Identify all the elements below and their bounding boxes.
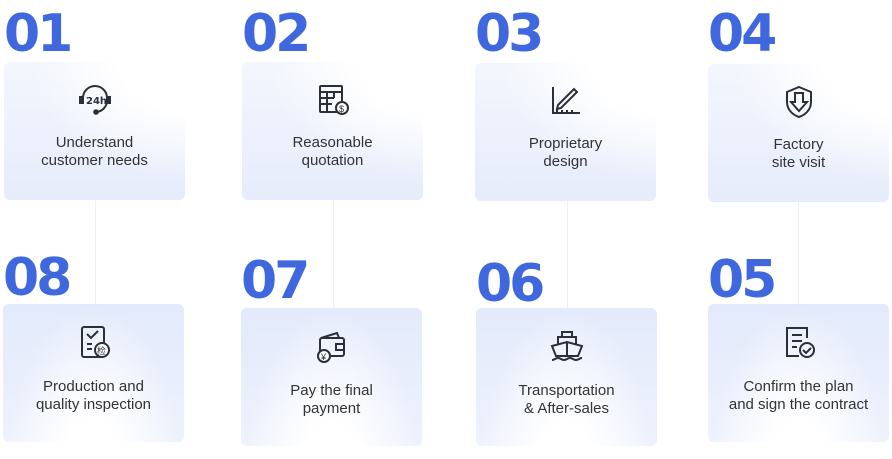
connector-line — [95, 200, 96, 304]
connector-line — [567, 201, 568, 308]
quotation-sheet-icon: $ — [318, 85, 349, 115]
step-number: 06 — [476, 254, 545, 314]
step-label: quality inspection — [35, 396, 152, 413]
svg-text:检: 检 — [97, 345, 106, 357]
step-label: Transportation — [518, 382, 615, 399]
step-label: Factory — [773, 136, 824, 153]
step-number: 04 — [708, 4, 777, 64]
design-ruler-pen-icon — [551, 87, 580, 114]
step-label: Pay the final — [290, 382, 373, 399]
connector-line — [333, 200, 334, 308]
step-label: payment — [302, 400, 361, 417]
ship-icon — [550, 331, 583, 362]
headset-24h-icon: 24h — [78, 85, 111, 115]
svg-text:$: $ — [339, 104, 344, 114]
step-number: 05 — [708, 250, 777, 310]
step-label: Understand — [55, 134, 134, 151]
wallet-yen-icon: ¥ — [316, 331, 345, 363]
step-label: Proprietary — [528, 135, 603, 152]
step-label: and sign the contract — [728, 396, 869, 413]
step-label: customer needs — [41, 152, 148, 169]
step-number: 02 — [242, 4, 311, 64]
svg-text:¥: ¥ — [320, 352, 327, 362]
step-number: 07 — [241, 251, 310, 311]
step-label: site visit — [771, 154, 826, 171]
step-label: design — [543, 153, 588, 170]
shield-down-arrow-icon — [785, 85, 812, 119]
step-label: quotation — [301, 152, 364, 169]
svg-text:24h: 24h — [86, 96, 107, 107]
step-label: & After-sales — [523, 400, 610, 417]
step-label: Reasonable — [292, 134, 373, 151]
step-label: Confirm the plan — [743, 378, 854, 395]
step-number: 08 — [3, 248, 72, 308]
step-card-transportation: Transportation& After-sales — [476, 308, 657, 446]
connector-line — [798, 202, 799, 304]
step-number: 03 — [475, 4, 544, 64]
step-label: Production and — [43, 378, 144, 395]
inspection-checklist-icon: 检 — [80, 326, 110, 358]
contract-check-icon — [785, 327, 815, 358]
step-number: 01 — [4, 4, 73, 64]
